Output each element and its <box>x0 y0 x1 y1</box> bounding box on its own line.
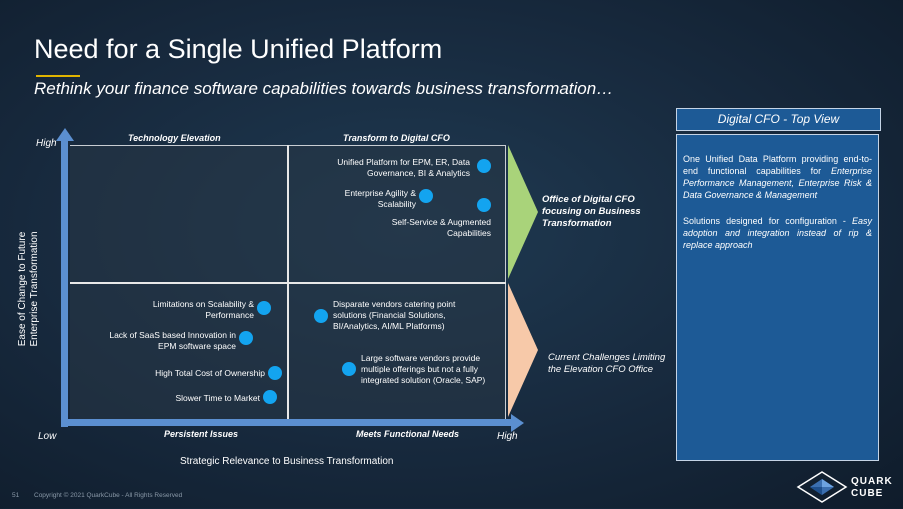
panel-para2-intro: Solutions designed for configuration - <box>683 216 852 226</box>
quadrant-header-bottom-left: Persistent Issues <box>164 429 239 439</box>
logo-wordmark: QUARK CUBE <box>851 476 893 500</box>
y-axis-label-line2: Enterprise Transformation <box>29 231 40 347</box>
item-unified-platform: Unified Platform for EPM, ER, Data Gover… <box>337 157 470 178</box>
quadrant-header-top-left: Technology Elevation <box>128 133 221 143</box>
dot-self-service <box>477 198 491 212</box>
item-high-tco: High Total Cost of Ownership <box>155 368 265 378</box>
page-number: 51 <box>12 492 20 499</box>
dot-disparate-vendors <box>314 309 328 323</box>
y-axis-arrow <box>61 140 68 427</box>
item-limitations: Limitations on Scalability & Performance <box>152 299 254 320</box>
dot-high-tco <box>268 366 282 380</box>
slide-title: Need for a Single Unified Platform <box>34 34 443 64</box>
x-axis-arrow <box>61 419 513 426</box>
y-axis-arrowhead <box>56 128 74 141</box>
title-underline <box>36 75 80 77</box>
quarkcube-logo-icon <box>796 470 848 509</box>
item-disparate-vendors: Disparate vendors catering point solutio… <box>333 299 456 331</box>
callout-arrow-green <box>508 145 538 279</box>
item-slower-time: Slower Time to Market <box>175 393 260 403</box>
dot-large-vendors <box>342 362 356 376</box>
x-axis-low-label: Low <box>38 431 57 442</box>
panel-title: Digital CFO - Top View <box>676 108 881 131</box>
panel-paragraph-2: Solutions designed for configuration - E… <box>683 215 872 251</box>
logo-line-1: QUARK <box>851 476 893 487</box>
dot-unified-platform <box>477 159 491 173</box>
item-self-service: Self-Service & Augmented Capabilities <box>391 217 491 238</box>
callout-arrow-peach <box>508 283 538 417</box>
dot-enterprise-agility <box>419 189 433 203</box>
x-axis-arrowhead <box>511 414 524 432</box>
quadrant-header-bottom-right: Meets Functional Needs <box>356 429 460 439</box>
quadrant-header-top-right: Transform to Digital CFO <box>343 133 450 143</box>
dot-limitations <box>257 301 271 315</box>
panel-body: One Unified Data Platform providing end-… <box>676 134 879 461</box>
panel-paragraph-1: One Unified Data Platform providing end-… <box>683 153 872 201</box>
dot-lack-saas <box>239 331 253 345</box>
x-axis-label: Strategic Relevance to Business Transfor… <box>180 456 394 467</box>
item-large-vendors: Large software vendors provide multiple … <box>361 353 486 385</box>
grid-divider-horizontal <box>70 282 506 284</box>
copyright-text: Copyright © 2021 QuarkCube - All Rights … <box>34 492 183 499</box>
item-enterprise-agility: Enterprise Agility & Scalability <box>344 188 416 209</box>
dot-slower-time <box>263 390 277 404</box>
callout-digital-cfo: Office of Digital CFO focusing on Busine… <box>542 194 641 229</box>
slide-subtitle: Rethink your finance software capabiliti… <box>34 79 614 98</box>
panel-para2-italic: Easy adoption and integration instead of… <box>683 216 872 250</box>
item-lack-saas: Lack of SaaS based Innovation in EPM sof… <box>109 330 236 351</box>
panel-para1-intro: One Unified Data Platform providing end-… <box>683 154 872 176</box>
x-axis-high-label: High <box>497 431 518 442</box>
callout-current-challenges: Current Challenges Limiting the Elevatio… <box>548 352 666 375</box>
y-axis-label-line1: Ease of Change to Future <box>17 231 28 347</box>
panel-para1-italic: Enterprise Performance Management, Enter… <box>683 166 872 200</box>
logo-line-2: CUBE <box>851 488 884 499</box>
y-axis-high-label: High <box>36 138 57 149</box>
y-axis-label: Ease of Change to Future Enterprise Tran… <box>17 194 41 384</box>
